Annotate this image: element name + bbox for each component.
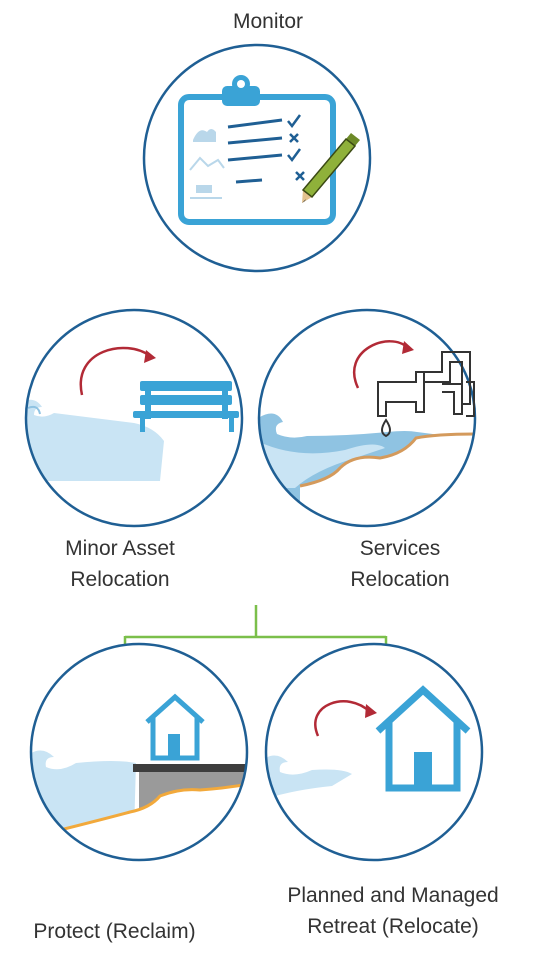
water-drop-icon — [381, 418, 391, 438]
cross-icon — [295, 171, 305, 181]
relocation-arrow-icon — [79, 346, 151, 396]
monitor-label: Monitor — [232, 10, 304, 33]
minor-asset-node — [24, 308, 244, 528]
retreat-node — [264, 642, 484, 862]
cross-icon — [289, 133, 299, 143]
services-label-line2: Relocation — [350, 568, 450, 591]
retreat-label: Planned and Managed Retreat (Relocate) — [258, 880, 528, 942]
relocation-arrow-icon — [352, 340, 409, 389]
services-node — [257, 308, 477, 528]
faint-sketch-icons — [189, 129, 225, 199]
minor-asset-label-line2: Relocation — [70, 568, 170, 591]
retreat-label-line2: Retreat (Relocate) — [307, 915, 479, 938]
protect-node — [29, 642, 249, 862]
tap-pipe-icon — [377, 351, 475, 438]
monitor-node — [142, 43, 372, 273]
clipboard-icon — [178, 75, 336, 225]
minor-asset-label-line1: Minor Asset — [65, 537, 175, 560]
bench-icon — [133, 381, 239, 432]
check-icon — [287, 114, 302, 129]
relocation-arrow-icon — [314, 700, 371, 737]
minor-asset-label: Minor Asset Relocation — [20, 533, 220, 595]
services-label-line1: Services — [359, 537, 441, 560]
protect-label: Protect (Reclaim) — [33, 920, 196, 943]
services-label: Services Relocation — [300, 533, 500, 595]
check-icon — [287, 148, 302, 163]
retreat-label-line1: Planned and Managed — [287, 884, 499, 907]
pencil-icon — [301, 133, 360, 203]
